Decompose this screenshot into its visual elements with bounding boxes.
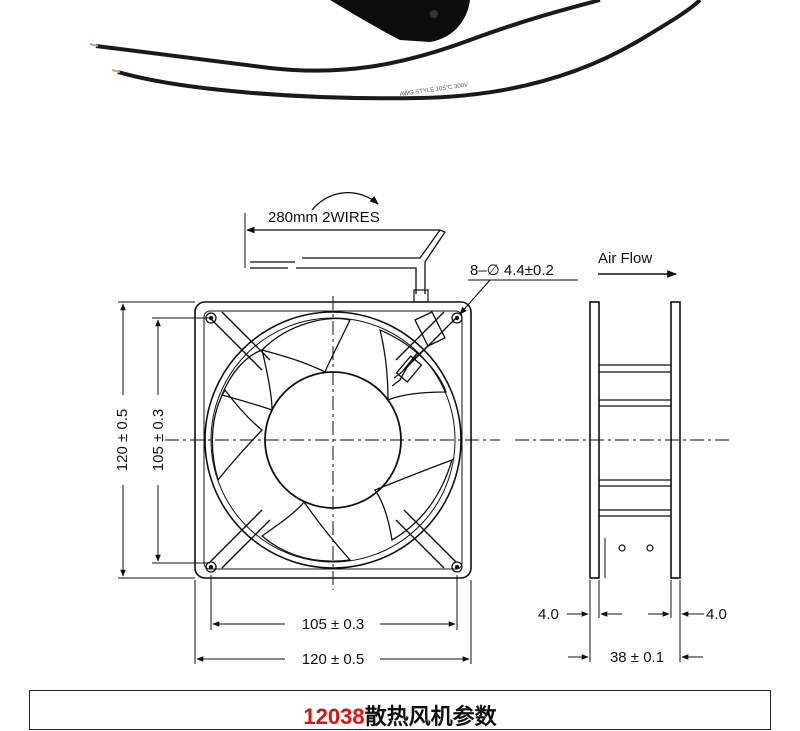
wire-tip-upper [89, 43, 99, 47]
inner-width-label: 105 ± 0.3 [302, 616, 364, 633]
wire-photo-lower [117, 0, 702, 101]
fan-body-photo [330, 0, 470, 42]
side-terminal-left [618, 544, 626, 552]
side-flange-right [670, 301, 681, 579]
front-view [194, 192, 472, 579]
fan-blades [211, 317, 453, 562]
depth-label: 38 ± 0.1 [610, 649, 664, 666]
dim-outer-height [118, 301, 195, 579]
flange-left-label: 4.0 [538, 606, 559, 623]
inner-height-label: 105 ± 0.3 [150, 409, 167, 471]
screw-photo [430, 10, 438, 18]
wire-grommet [413, 289, 429, 303]
side-ribs [599, 364, 671, 517]
spec-table: 12038散热风机参数 [29, 690, 771, 730]
wire-route [250, 229, 446, 294]
side-view [589, 301, 681, 579]
fan-spec-sheet: AWG STYLE 105°C 300V [89, 0, 730, 668]
dim-inner-height [152, 317, 210, 564]
hole-leader [459, 279, 578, 315]
centre-lines [165, 296, 730, 590]
outer-height-label: 120 ± 0.5 [114, 409, 131, 471]
wire-tip-lower [111, 69, 121, 73]
dim-inner-width [210, 575, 458, 630]
spec-table-model: 12038 [303, 704, 365, 729]
rotation-arrow [311, 192, 379, 211]
outer-width-label: 120 ± 0.5 [302, 651, 364, 668]
dim-outer-width [194, 580, 472, 664]
wire-photo-upper [95, 0, 601, 73]
spec-table-title: 12038散热风机参数 [30, 699, 770, 731]
dim-side [567, 580, 704, 662]
spec-table-text: 散热风机参数 [364, 704, 497, 729]
airflow-label: Air Flow [598, 250, 652, 267]
wire-length-label: 280mm 2WIRES [268, 209, 380, 226]
fan-photo: AWG STYLE 105°C 300V [89, 0, 702, 101]
flange-right-label: 4.0 [706, 606, 727, 623]
wire-clip [391, 311, 446, 387]
side-terminal-right [646, 544, 654, 552]
hole-spec-label: 8–∅ 4.4±0.2 [470, 262, 554, 279]
side-flange-left [589, 301, 600, 579]
